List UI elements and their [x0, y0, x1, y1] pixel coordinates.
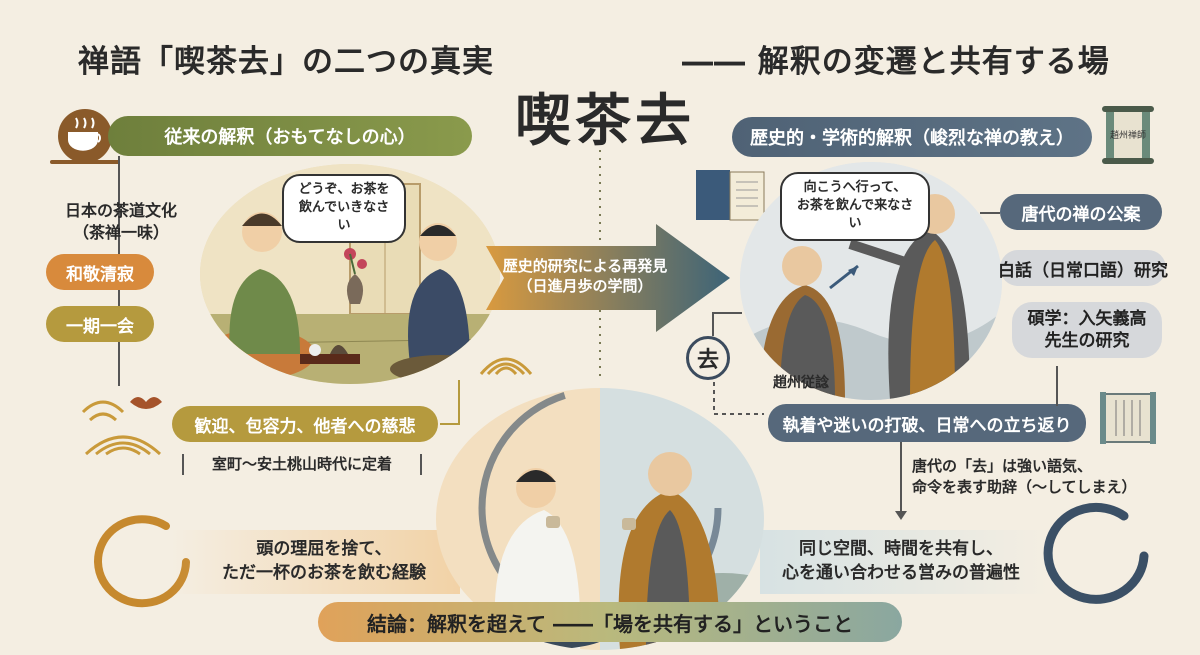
- master-speech-bubble: 向こうへ行って、 お茶を飲んで来なさい: [780, 172, 930, 241]
- bottom-band-left: [170, 530, 460, 594]
- main-title: 喫茶去: [515, 88, 695, 154]
- pill-wakei-seijaku: 和敬清寂: [46, 254, 154, 290]
- enso-right-icon: [1043, 502, 1149, 604]
- host-speech-line2: 飲んでいきなさい: [298, 200, 390, 234]
- bottom-right-text: 同じ空間、時間を共有し、 心を通い合わせる営みの普遍性: [770, 538, 1032, 586]
- monk-name: 趙州従諗: [773, 375, 829, 391]
- iriya-connector: [1056, 366, 1058, 406]
- era-label: 室町〜安土桃山時代に定着: [182, 454, 422, 475]
- title-right: ―― 解釈の変遷と共有する場: [682, 44, 1110, 80]
- historical-item-baihua: 白話（日常口語）研究: [998, 250, 1168, 286]
- conclusion-banner: 結論：解釈を超えて ――「場を共有する」ということ: [318, 602, 902, 642]
- bottom-left-line2: ただ一杯のお茶を飲む経験: [222, 562, 426, 583]
- manuscript-icon: [1100, 392, 1156, 444]
- item1-connector: [980, 212, 1000, 214]
- discovery-arrow-label: 歴史的研究による再発見 （日進月歩の学問）: [500, 256, 670, 297]
- note-connector: [900, 442, 902, 516]
- bottom-left-text: 頭の理屈を捨て、 ただ一杯のお茶を飲む経験: [210, 538, 438, 586]
- host-speech-bubble: どうぞ、お茶を 飲んでいきなさい: [282, 174, 406, 243]
- bottom-band-right: [760, 530, 1050, 594]
- historical-banner: 歴史的・学術的解釈（峻烈な禅の教え）: [732, 117, 1092, 157]
- title-left: 禅語「喫茶去」の二つの真実: [78, 44, 494, 80]
- discovery-arrow: [486, 224, 730, 332]
- meaning-connector-h: [440, 423, 460, 425]
- meaning-connector: [458, 380, 460, 424]
- book-icon: [696, 170, 765, 221]
- arrow-line1: 歴史的研究による再発見: [502, 257, 668, 275]
- dashed-connector: [713, 382, 764, 415]
- scroll-icon: 趙州禅師: [1102, 106, 1154, 164]
- master-speech-line2: お茶を飲んで来なさい: [796, 198, 914, 232]
- host-speech-line1: どうぞ、お茶を: [298, 182, 390, 197]
- tea-cup-icon: [50, 109, 120, 164]
- arrow-line2: （日進月歩の学問）: [517, 277, 653, 296]
- culture-line2: （茶禅一味）: [72, 223, 169, 243]
- note-line1: 唐代の「去」は強い語気、: [912, 457, 1093, 475]
- historical-item-iriya: 碩学：入矢義高 先生の研究: [1012, 302, 1162, 358]
- scroll-text: 趙州禅師: [1110, 129, 1146, 141]
- pill-ichigo-ichie: 一期一会: [46, 306, 154, 342]
- bottom-right-line2: 心を通い合わせる営みの普遍性: [782, 562, 1020, 583]
- traditional-banner: 従来の解釈（おもてなしの心）: [108, 116, 472, 156]
- iriya-line1: 碩学：入矢義高: [1027, 308, 1147, 329]
- note-line2: 命令を表す助辞（〜してしまえ）: [912, 478, 1137, 496]
- master-speech-line1: 向こうへ行って、: [803, 180, 907, 195]
- bottom-right-line1: 同じ空間、時間を共有し、: [799, 539, 1003, 559]
- bottom-left-line1: 頭の理屈を捨て、: [256, 539, 392, 559]
- historical-item-koan: 唐代の禅の公案: [1000, 194, 1162, 230]
- cloud-wave-icon: [479, 357, 533, 376]
- historical-meaning: 執着や迷いの打破、日常への立ち返り: [768, 404, 1086, 442]
- culture-label: 日本の茶道文化 （茶禅一味）: [46, 200, 196, 245]
- badge-connector-top: [712, 312, 714, 336]
- wave-icon: [81, 397, 162, 456]
- historical-note: 唐代の「去」は強い語気、 命令を表す助辞（〜してしまえ）: [912, 456, 1162, 498]
- culture-line1: 日本の茶道文化: [64, 201, 177, 220]
- kanji-badge: 去: [686, 336, 730, 380]
- down-arrow-icon: [895, 511, 907, 520]
- iriya-line2: 先生の研究: [1044, 331, 1130, 351]
- badge-connector-top-h: [712, 312, 742, 314]
- traditional-meaning: 歓迎、包容力、他者への慈悲: [172, 406, 438, 442]
